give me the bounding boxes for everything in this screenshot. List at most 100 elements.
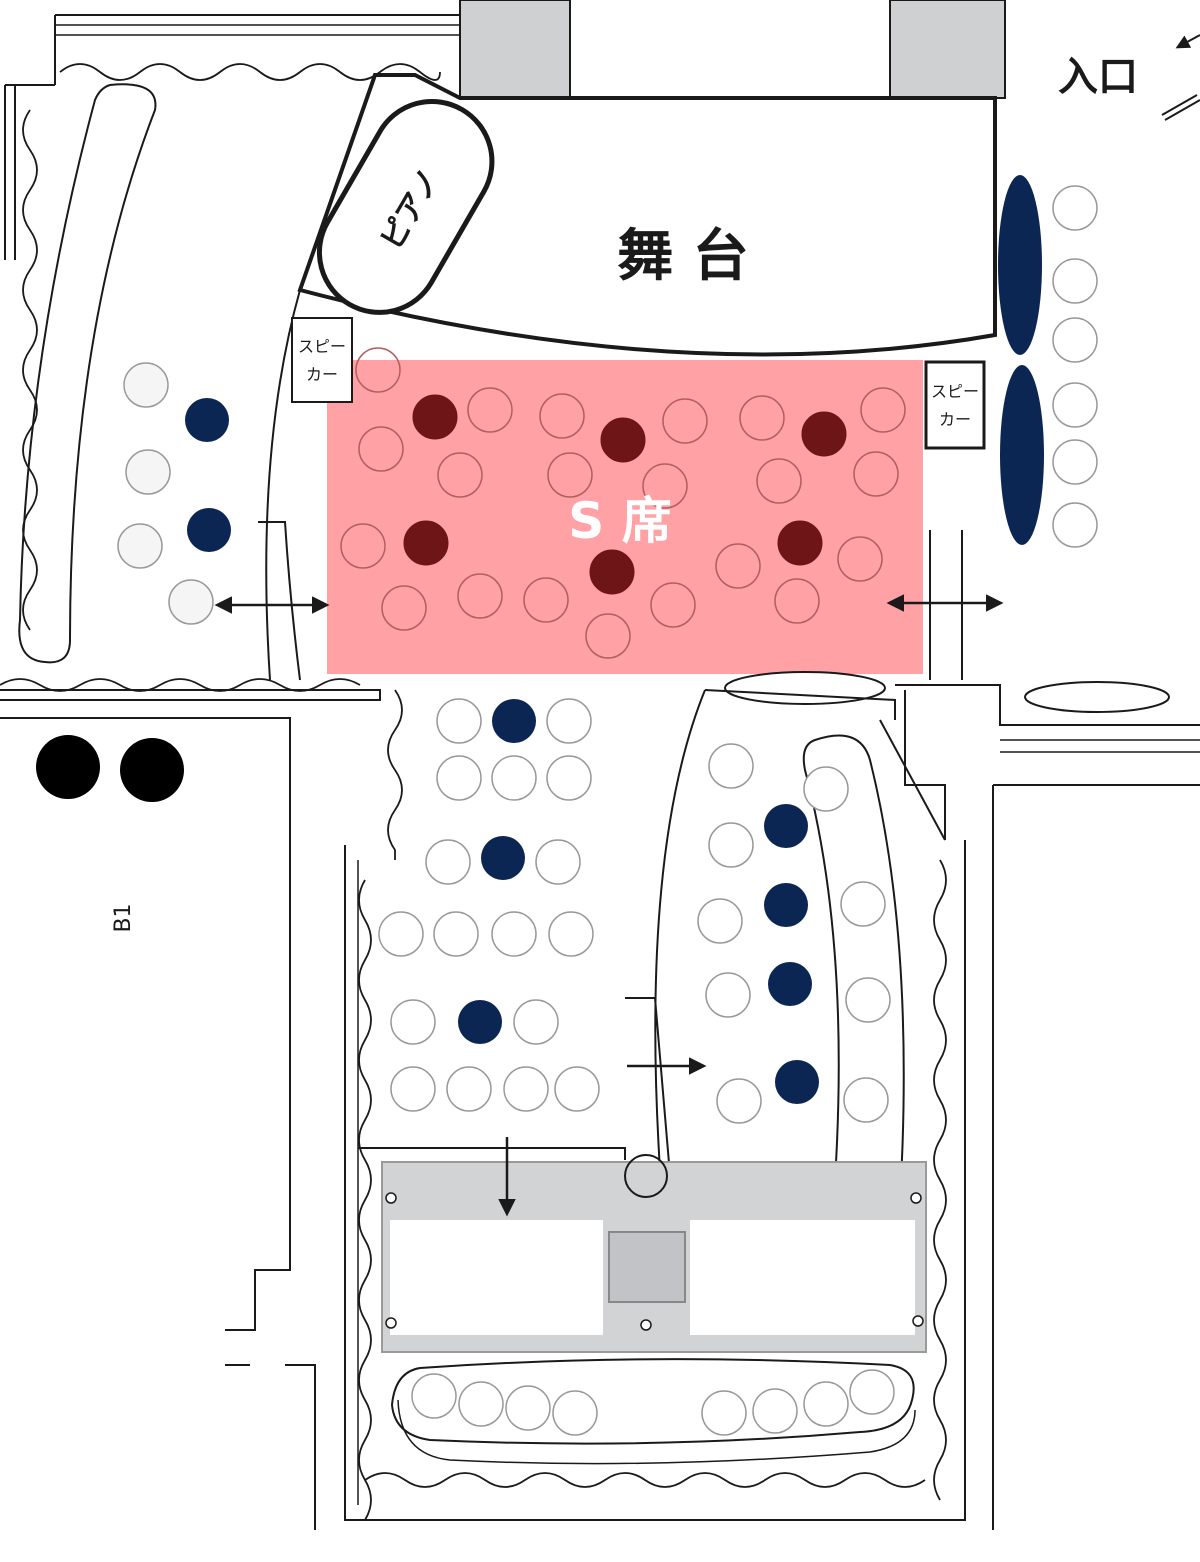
seat[interactable] (535, 839, 581, 885)
seat[interactable] (505, 1385, 551, 1431)
left-curved-bench (18, 83, 157, 664)
seat[interactable] (433, 911, 479, 957)
seat[interactable] (1052, 502, 1098, 548)
seat[interactable] (708, 743, 754, 789)
seat[interactable] (752, 1388, 798, 1434)
seat[interactable] (701, 1390, 747, 1436)
seat[interactable] (1052, 185, 1098, 231)
seat[interactable] (491, 911, 537, 957)
seat[interactable] (650, 582, 696, 628)
seat[interactable] (457, 573, 503, 619)
s-seat-marker[interactable] (412, 394, 458, 440)
seat[interactable] (125, 449, 171, 495)
seat[interactable] (425, 839, 471, 885)
pillar-post (624, 1154, 668, 1198)
seat[interactable] (554, 1066, 600, 1112)
seat[interactable] (756, 458, 802, 504)
navy-oval-seat[interactable] (1000, 365, 1044, 545)
seat[interactable] (697, 898, 743, 944)
seat[interactable] (168, 579, 214, 625)
seat[interactable] (837, 536, 883, 582)
navy-seat[interactable] (458, 1000, 502, 1044)
seat[interactable] (803, 766, 849, 812)
seat[interactable] (117, 523, 163, 569)
seat[interactable] (705, 972, 751, 1018)
seat[interactable] (539, 393, 585, 439)
bar-panel-left (390, 1220, 603, 1335)
left-divider (258, 289, 301, 681)
seat[interactable] (123, 362, 169, 408)
s-seat-marker[interactable] (777, 520, 823, 566)
seat[interactable] (437, 452, 483, 498)
seat[interactable] (849, 1369, 895, 1415)
seat[interactable] (715, 543, 761, 589)
seat[interactable] (853, 451, 899, 497)
seat[interactable] (513, 999, 559, 1045)
s-seat-marker[interactable] (589, 549, 635, 595)
seat[interactable] (491, 755, 537, 801)
speaker-right-label-1: スピー (931, 382, 979, 401)
seat[interactable] (843, 1077, 889, 1123)
entrance-arrow-icon (1175, 34, 1200, 49)
seat[interactable] (1052, 258, 1098, 304)
seat[interactable] (739, 395, 785, 441)
seat[interactable] (548, 911, 594, 957)
seat[interactable] (458, 1381, 504, 1427)
entrance-label: 入口 (1058, 54, 1138, 100)
seat[interactable] (1052, 317, 1098, 363)
navy-seat[interactable] (775, 1060, 819, 1104)
seat[interactable] (358, 426, 404, 472)
seat[interactable] (1052, 439, 1098, 485)
stage: ピアノ 舞 台 (297, 0, 1006, 357)
seat[interactable] (546, 698, 592, 744)
seat[interactable] (411, 1373, 457, 1419)
seat[interactable] (585, 613, 631, 659)
navy-seat[interactable] (764, 804, 808, 848)
navy-seat[interactable] (185, 398, 229, 442)
black-markers (36, 735, 184, 802)
seat[interactable] (774, 578, 820, 624)
seat[interactable] (436, 755, 482, 801)
s-seat-marker[interactable] (801, 411, 847, 457)
seat[interactable] (467, 387, 513, 433)
seat[interactable] (381, 585, 427, 631)
navy-seat[interactable] (187, 508, 231, 552)
seat[interactable] (547, 452, 593, 498)
navy-seat[interactable] (764, 883, 808, 927)
seat[interactable] (355, 347, 401, 393)
seat[interactable] (803, 1381, 849, 1427)
seat[interactable] (546, 755, 592, 801)
seat[interactable] (523, 577, 569, 623)
seat[interactable] (446, 1066, 492, 1112)
navy-seat[interactable] (768, 962, 812, 1006)
seat[interactable] (642, 463, 688, 509)
seat[interactable] (390, 1066, 436, 1112)
open-seats-left (117, 362, 214, 625)
seat[interactable] (716, 1078, 762, 1124)
s-seat-markers (403, 394, 847, 595)
navy-oval-seat[interactable] (998, 175, 1042, 355)
speaker-left: スピー カー (291, 317, 353, 403)
seat[interactable] (662, 398, 708, 444)
piano (316, 98, 495, 315)
seat[interactable] (378, 911, 424, 957)
seat[interactable] (552, 1390, 598, 1436)
bar-pillar (608, 1231, 686, 1303)
s-seat-marker[interactable] (600, 417, 646, 463)
seat[interactable] (708, 822, 754, 868)
seat[interactable] (503, 1066, 549, 1112)
stage-label: 舞 台 (617, 224, 749, 289)
open-seats-stage-zone (340, 347, 906, 659)
seat[interactable] (1052, 382, 1098, 428)
navy-seats-lower-left (458, 699, 536, 1044)
seat[interactable] (840, 881, 886, 927)
navy-seat[interactable] (492, 699, 536, 743)
seat[interactable] (860, 387, 906, 433)
seat[interactable] (436, 698, 482, 744)
s-seat-marker[interactable] (403, 520, 449, 566)
seat[interactable] (390, 999, 436, 1045)
navy-seat[interactable] (481, 836, 525, 880)
seat[interactable] (845, 977, 891, 1023)
speaker-right: スピー カー (924, 360, 986, 450)
seat[interactable] (340, 523, 386, 569)
